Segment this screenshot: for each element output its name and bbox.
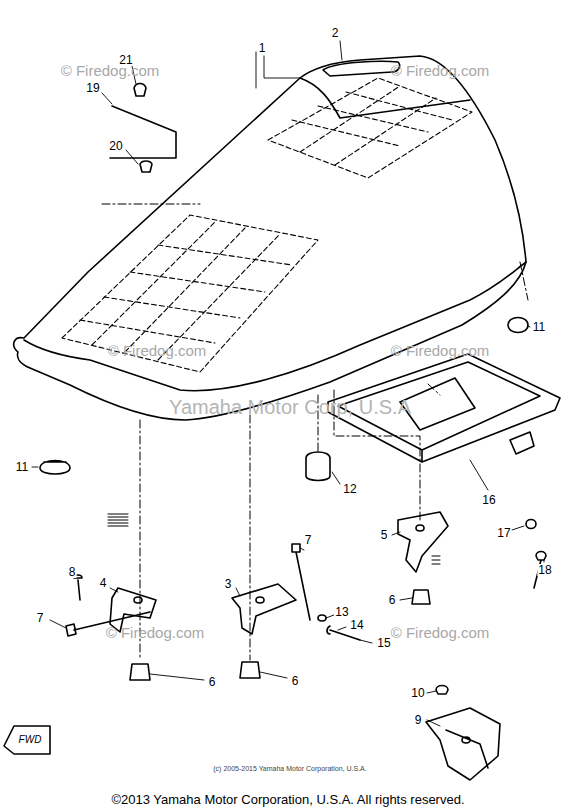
tray-window <box>400 378 475 430</box>
callout-number: 10 <box>410 687 425 699</box>
callout-number: 18 <box>537 564 552 576</box>
seat-panels <box>62 78 472 372</box>
copyright-note: (c) 2005-2015 Yamaha Motor Corporation, … <box>212 765 367 772</box>
direction-label: FWD <box>18 735 43 745</box>
nut <box>412 590 430 604</box>
fwd-arrow <box>4 726 50 754</box>
seat-outline <box>14 56 526 420</box>
callout-number: 4 <box>99 577 108 589</box>
watermark: © Firedog.com <box>60 63 161 78</box>
bumper <box>508 318 528 333</box>
pin <box>74 575 82 600</box>
watermark: © Firedog.com <box>390 625 491 640</box>
tab <box>510 432 534 454</box>
callout-number: 5 <box>380 529 389 541</box>
callout-number: 6 <box>388 594 397 606</box>
copyright-footer: ©2013 Yamaha Motor Corporation, U.S.A. A… <box>110 793 465 806</box>
clip <box>134 84 146 97</box>
callout-number: 9 <box>414 714 423 726</box>
hinge <box>426 708 500 780</box>
nut <box>130 664 150 680</box>
watermark: © Firedog.com <box>105 625 206 640</box>
bumper <box>40 461 70 475</box>
nut <box>240 662 260 678</box>
watermark: © Firedog.com <box>107 343 208 358</box>
callout-number: 8 <box>68 566 77 578</box>
washer <box>318 615 326 621</box>
callout-leaders <box>32 41 544 726</box>
spring <box>432 556 440 564</box>
callout-number: 1 <box>258 42 267 54</box>
callout-number: 7 <box>304 534 313 546</box>
bracket <box>232 584 296 634</box>
callout-number: 13 <box>334 606 349 618</box>
watermark: © Firedog.com <box>390 63 491 78</box>
seat-strap <box>323 61 400 76</box>
callout-number: 7 <box>36 612 45 624</box>
callout-number: 17 <box>496 527 511 539</box>
callout-number: 3 <box>224 578 233 590</box>
callout-number: 11 <box>15 461 29 473</box>
callout-number: 14 <box>349 619 364 631</box>
watermark: © Firedog.com <box>390 343 491 358</box>
bolt <box>292 544 310 620</box>
callout-number: 15 <box>376 637 391 649</box>
bumper <box>306 452 330 481</box>
seat-step <box>300 78 470 118</box>
seat-side <box>24 262 526 391</box>
spring <box>108 514 128 526</box>
callout-number: 20 <box>108 140 123 152</box>
screw <box>436 686 448 695</box>
callout-number: 12 <box>342 483 357 495</box>
watermark: Yamaha Motor Corp, U.S.A <box>168 397 412 417</box>
assembly-lines <box>102 204 528 660</box>
bracket <box>398 512 448 572</box>
callout-number: 11 <box>532 321 546 333</box>
callout-number: 6 <box>291 675 300 687</box>
callout-number: 6 <box>208 676 217 688</box>
callout-number: 16 <box>481 494 496 506</box>
callout-number: 2 <box>331 27 340 39</box>
clip <box>140 161 152 172</box>
washer <box>526 520 536 529</box>
callout-number: 19 <box>85 82 100 94</box>
